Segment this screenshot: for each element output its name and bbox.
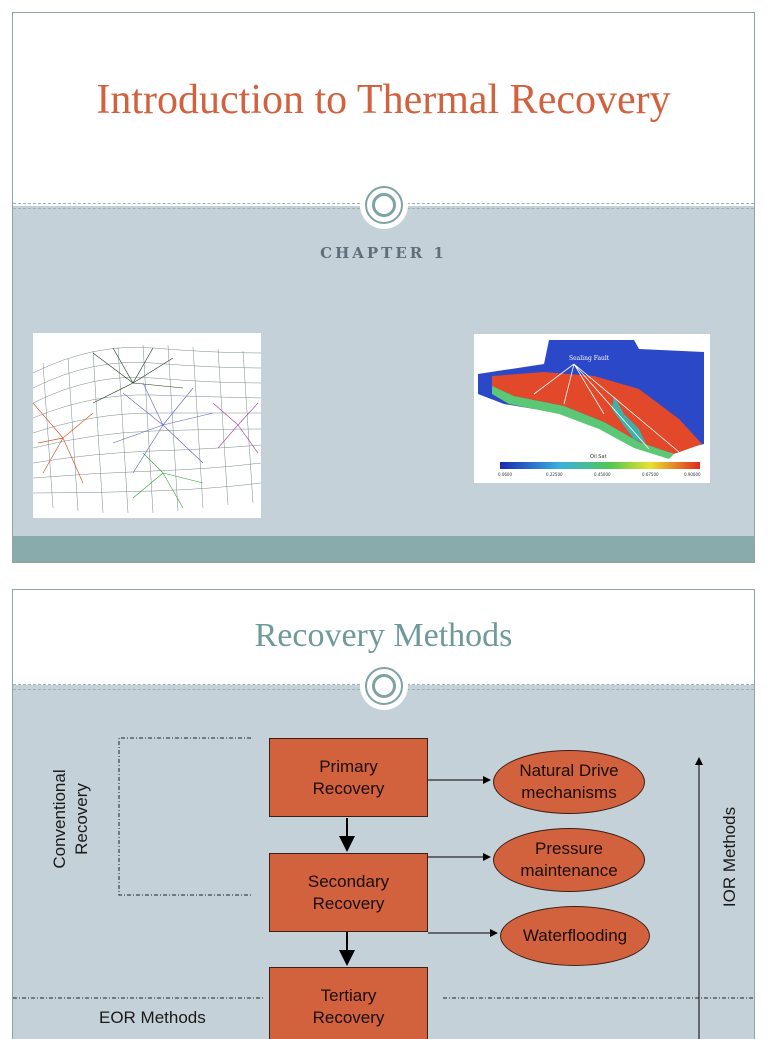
reservoir-mesh-image (32, 333, 262, 518)
primary-recovery-box: Primary Recovery (269, 738, 428, 817)
colorbar-label: Oil Sat (590, 454, 607, 460)
diagram-connectors (13, 737, 754, 1039)
secondary-recovery-box: Secondary Recovery (269, 853, 428, 932)
slide-recovery-methods: Recovery Methods Primary Recovery Second… (12, 589, 755, 1039)
colorbar-tick: 0.0600 (498, 472, 512, 477)
slide-title-heading: Recovery Methods (254, 617, 513, 654)
sealing-fault-simulation-image: Sealing Fault Oil Sat 0.0600 0.22500 0.4… (474, 334, 710, 483)
eor-methods-label: EOR Methods (99, 1008, 206, 1027)
pressure-maintenance-oval: Pressure maintenance (493, 828, 645, 892)
slide-title: Introduction to Thermal Recovery CHAPTER… (12, 12, 755, 563)
natural-drive-oval: Natural Drive mechanisms (493, 750, 645, 814)
waterflooding-oval: Waterflooding (500, 906, 650, 966)
slide-footer-bar (13, 536, 754, 562)
colorbar-tick: 0.22500 (546, 472, 563, 477)
colorbar-tick: 0.67500 (642, 472, 659, 477)
slide-title-heading: Introduction to Thermal Recovery (96, 77, 671, 123)
colorbar-tick: 0.90000 (684, 472, 701, 477)
ior-methods-label: IOR Methods (720, 806, 739, 908)
mesh-graphic (32, 333, 262, 518)
colorbar (500, 462, 700, 469)
ring-ornament-icon (365, 667, 403, 705)
ring-ornament-icon (365, 186, 403, 224)
chapter-label: CHAPTER 1 (320, 244, 447, 262)
tertiary-recovery-box: Tertiary Recovery (269, 967, 428, 1039)
conventional-recovery-label: Conventional Recovery (50, 769, 91, 869)
fault-label: Sealing Fault (569, 355, 610, 362)
fault-graphic: Sealing Fault Oil Sat 0.0600 0.22500 0.4… (474, 334, 710, 483)
colorbar-tick: 0.45000 (594, 472, 611, 477)
